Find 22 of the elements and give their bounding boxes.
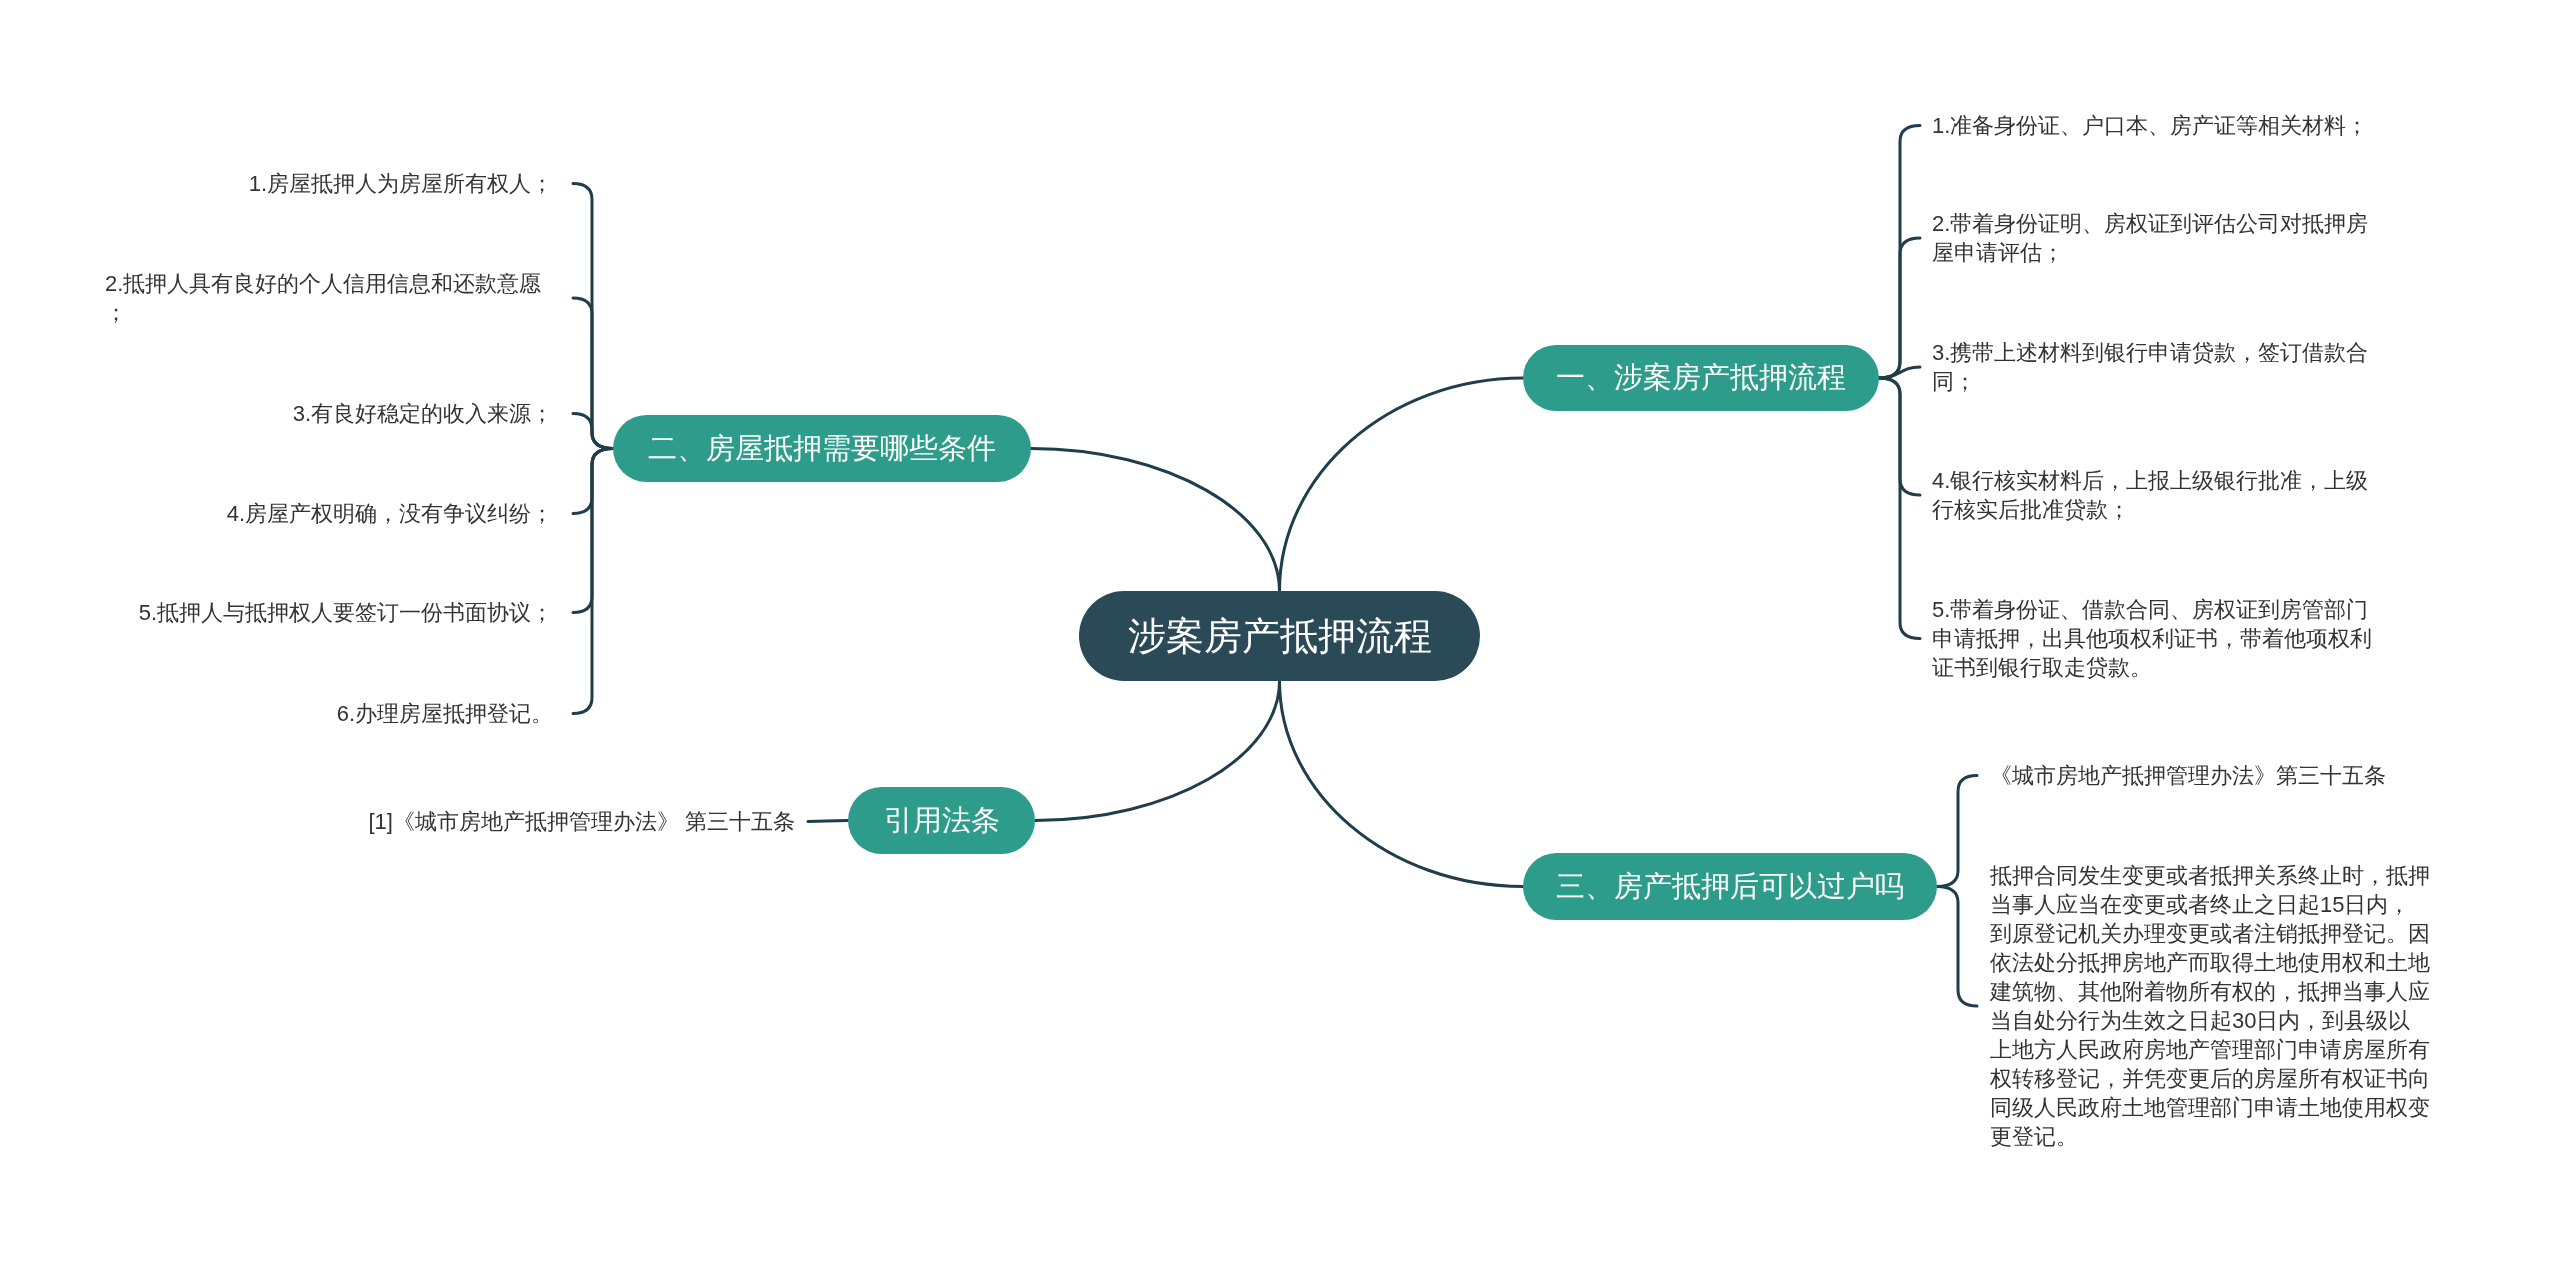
topic-text: 2.带着身份证明、房权证到评估公司对抵押房屋申请评估； xyxy=(1920,209,2380,267)
topic-text: 1.准备身份证、户口本、房产证等相关材料； xyxy=(1920,111,2380,140)
connector-line xyxy=(1029,447,1281,593)
connector-line xyxy=(1033,679,1281,822)
branch-topic: 引用法条 xyxy=(848,787,1035,854)
topic-text: 2.抵押人具有良好的个人信用信息和还款意愿； xyxy=(105,269,573,327)
topic-text: 5.抵押人与抵押权人要签订一份书面协议； xyxy=(138,598,573,627)
central-topic: 涉案房产抵押流程 xyxy=(1079,591,1480,681)
topic-text: [1]《城市房地产抵押管理办法》 第三十五条 xyxy=(368,807,808,836)
connector-line xyxy=(571,447,615,715)
branch-topic: 二、房屋抵押需要哪些条件 xyxy=(613,415,1031,482)
topic-text: 6.办理房屋抵押登记。 xyxy=(336,699,573,728)
topic-text: 4.银行核实材料后，上报上级银行批准，上级行核实后批准贷款； xyxy=(1920,466,2380,524)
branch-topic: 一、涉案房产抵押流程 xyxy=(1523,345,1879,411)
topic-text: 3.有良好稳定的收入来源； xyxy=(292,399,573,428)
topic-text: 5.带着身份证、借款合同、房权证到房管部门申请抵押，出具他项权利证书，带着他项权利证书到银行取走贷款。 xyxy=(1920,595,2380,682)
topic-text: 《城市房地产抵押管理办法》第三十五条 xyxy=(1977,761,2457,790)
branch-topic: 三、房产抵押后可以过户吗 xyxy=(1523,853,1937,920)
topic-text: 3.携带上述材料到银行申请贷款，签订借款合同； xyxy=(1920,338,2380,396)
topic-text: 抵押合同发生变更或者抵押关系终止时，抵押当事人应当在变更或者终止之日起15日内，到原登记机关办理变更或者注销抵押登记。因依法处分抵押房地产而取得土地使用权和土地建筑物、其他附着物所有权的，抵押当事人应当自处分行为生效之日起30日内，到县级以上地方人民政府房地产管理部门申请房屋所有权转移登记，并凭变更后的房屋所有权证书向同级人民政府土地管理部门申请土地使用权变更登记。 xyxy=(1977,861,2432,1151)
topic-text: 1.房屋抵押人为房屋所有权人； xyxy=(248,169,573,198)
topic-text: 4.房屋产权明确，没有争议纠纷； xyxy=(226,499,573,528)
